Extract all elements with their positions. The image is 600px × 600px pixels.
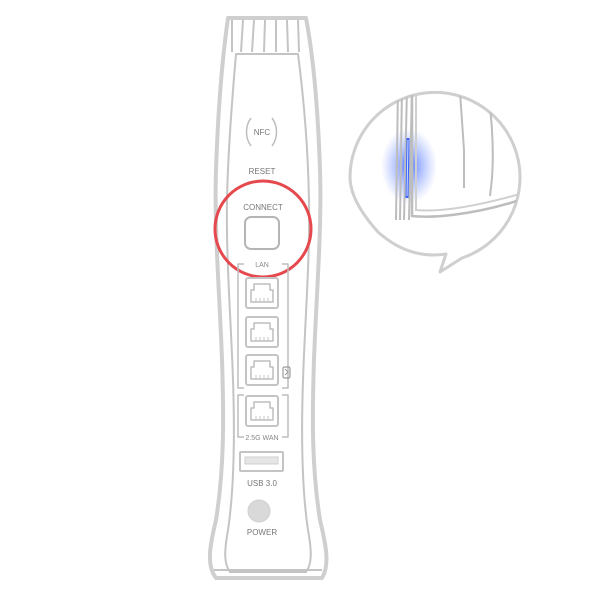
power-label: POWER [247, 528, 277, 537]
nfc-icon: NFC [245, 117, 278, 147]
lan-label: LAN [255, 262, 269, 269]
ethernet-port-icon [245, 354, 279, 386]
connect-label: CONNECT [243, 203, 283, 212]
usb-label: USB 3.0 [247, 479, 277, 488]
router-body [208, 16, 329, 580]
ethernet-port-icon [245, 277, 279, 309]
port-link-icon [282, 366, 291, 379]
power-button-icon[interactable] [247, 499, 271, 523]
wan-label: 2.5G WAN [245, 435, 278, 442]
zoom-detail [381, 92, 520, 221]
nfc-label: NFC [254, 128, 271, 137]
lan-group: LAN [237, 262, 289, 389]
router-inner-outline [224, 53, 312, 573]
speech-bubble-callout [348, 90, 522, 274]
wan-group: 2.5G WAN [237, 394, 289, 442]
connect-button[interactable] [244, 216, 280, 250]
ethernet-port-icon [245, 395, 279, 427]
usb-port-icon [239, 451, 284, 472]
reset-label: RESET [249, 167, 276, 176]
ethernet-port-icon [245, 316, 279, 348]
top-vent-fins [231, 19, 300, 53]
router-outer-outline [208, 16, 329, 580]
